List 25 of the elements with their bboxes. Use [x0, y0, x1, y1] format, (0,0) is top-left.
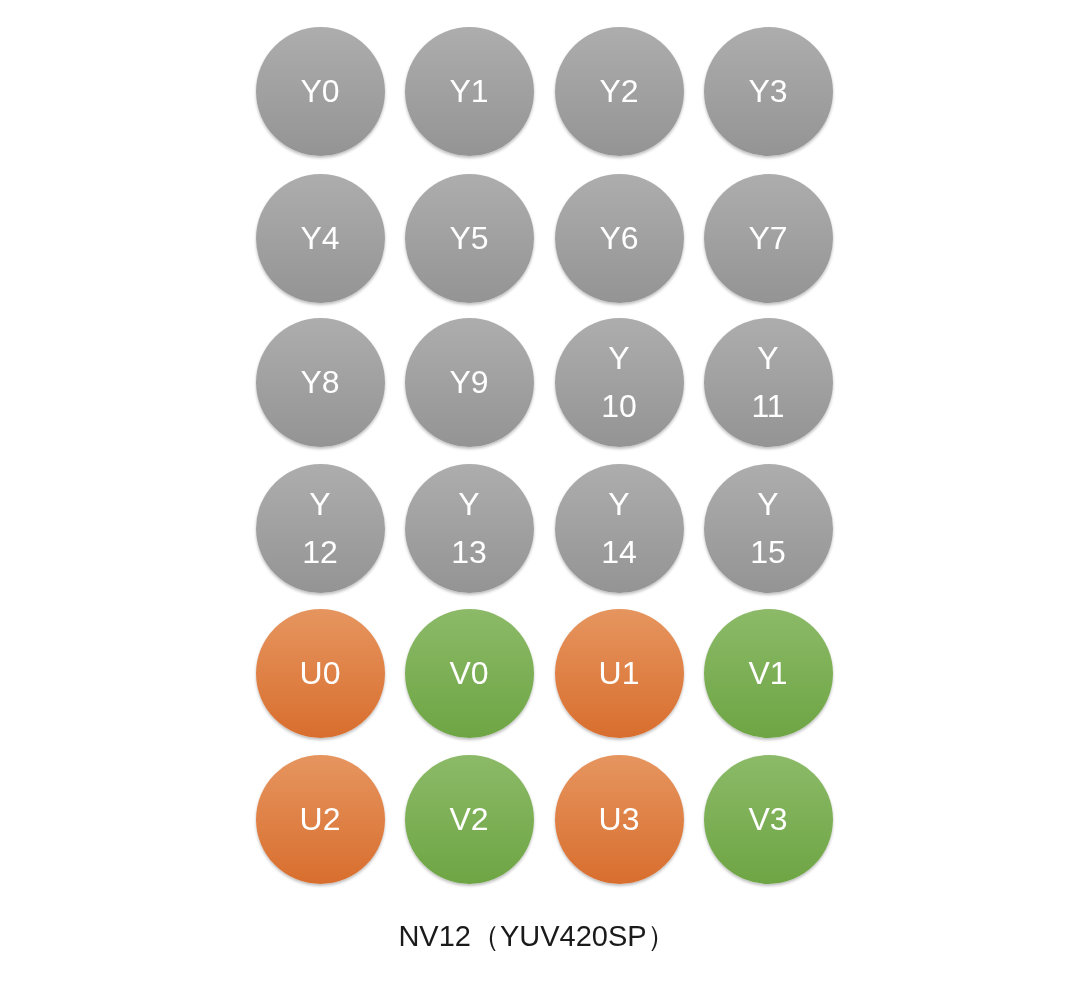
caption: NV12（YUV420SP）: [397, 919, 677, 954]
sample-circle: Y5: [404, 173, 534, 303]
sample-circle: Y 12: [255, 463, 385, 593]
sample-circle: U0: [255, 608, 385, 738]
sample-circle: U2: [255, 754, 385, 884]
sample-circle: Y 11: [703, 317, 833, 447]
sample-circle: Y7: [703, 173, 833, 303]
sample-circle: Y 13: [404, 463, 534, 593]
sample-circle: Y 10: [554, 317, 684, 447]
sample-circle: Y3: [703, 26, 833, 156]
sample-circle: Y0: [255, 26, 385, 156]
sample-circle: V1: [703, 608, 833, 738]
sample-circle: Y6: [554, 173, 684, 303]
sample-circle: Y2: [554, 26, 684, 156]
sample-circle: Y 14: [554, 463, 684, 593]
sample-circle: U1: [554, 608, 684, 738]
sample-circle: Y4: [255, 173, 385, 303]
sample-circle: V0: [404, 608, 534, 738]
sample-circle: Y8: [255, 317, 385, 447]
sample-circle: Y9: [404, 317, 534, 447]
sample-circle: V3: [703, 754, 833, 884]
sample-circle: V2: [404, 754, 534, 884]
sample-circle: U3: [554, 754, 684, 884]
sample-circle: Y 15: [703, 463, 833, 593]
sample-circle: Y1: [404, 26, 534, 156]
